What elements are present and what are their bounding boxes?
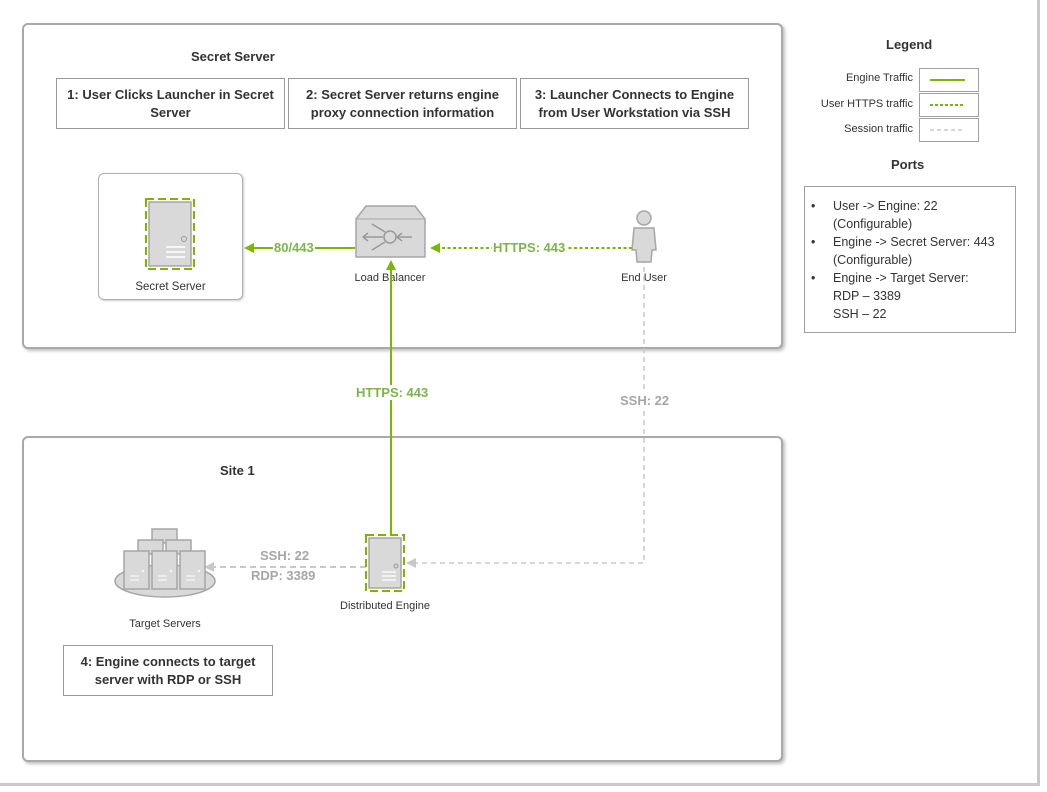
ports-title: Ports [891, 157, 925, 172]
edge-label-engine-to-targets-rdp: RDP: 3389 [250, 568, 317, 583]
ports-item: • Engine -> Target Server: RDP – 3389 SS… [811, 269, 1007, 323]
step-2-box: 2: Secret Server returns engine proxy co… [288, 78, 517, 129]
step-4-box: 4: Engine connects to target server with… [63, 645, 273, 696]
ports-item: • Engine -> Secret Server: 443 (Configur… [811, 233, 1007, 269]
edge-label-engine-to-targets-ssh: SSH: 22 [259, 548, 311, 563]
ports-item-line: Engine -> Target Server: [833, 271, 969, 285]
legend-label-user-https: User HTTPS traffic [820, 98, 913, 110]
ports-item-line: Engine -> Secret Server: 443 [833, 235, 995, 249]
legend-swatch-user-https [919, 93, 979, 117]
load-balancer-label: Load Balancer [354, 272, 426, 284]
legend-title: Legend [886, 37, 933, 52]
end-user-label: End User [621, 272, 667, 284]
legend-label-engine: Engine Traffic [845, 72, 913, 84]
zone-site-1-title: Site 1 [220, 463, 255, 478]
step-1-box: 1: User Clicks Launcher in Secret Server [56, 78, 285, 129]
secret-server-label: Secret Server [135, 281, 206, 293]
distributed-engine-label: Distributed Engine [340, 600, 430, 612]
bullet-icon: • [811, 199, 816, 213]
ports-item-line: (Configurable) [833, 253, 913, 267]
edge-label-lb-to-secret-server: 80/443 [273, 240, 315, 255]
ports-item-line: User -> Engine: 22 [833, 199, 938, 213]
edge-label-user-to-lb: HTTPS: 443 [492, 240, 567, 255]
target-servers-label: Target Servers [129, 618, 201, 630]
legend-swatch-session [919, 118, 979, 142]
ports-item-line: RDP – 3389 [833, 289, 901, 303]
ports-item-line: (Configurable) [833, 217, 913, 231]
edge-label-user-to-engine: SSH: 22 [619, 393, 671, 408]
step-3-box: 3: Launcher Connects to Engine from User… [520, 78, 749, 129]
zone-site-1 [22, 436, 783, 762]
edge-label-engine-to-lb: HTTPS: 443 [355, 385, 430, 400]
ports-item-line: SSH – 22 [833, 307, 887, 321]
bullet-icon: • [811, 235, 816, 249]
ports-box: • User -> Engine: 22 (Configurable) • En… [804, 186, 1016, 333]
bullet-icon: • [811, 271, 816, 285]
legend-swatch-engine [919, 68, 979, 92]
ports-item: • User -> Engine: 22 (Configurable) [811, 197, 1007, 233]
zone-secret-server-title: Secret Server [191, 49, 275, 64]
legend-label-session: Session traffic [844, 123, 913, 135]
